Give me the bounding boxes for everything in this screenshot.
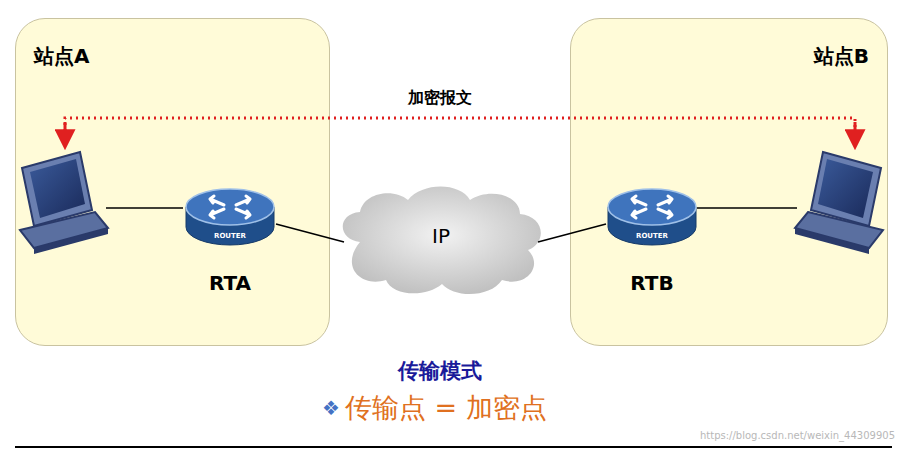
- watermark: https://blog.csdn.net/weixin_44309905: [700, 430, 895, 441]
- pc-icon: [20, 152, 108, 254]
- arrow-head: [854, 122, 857, 146]
- router-badge: ROUTER: [184, 232, 276, 240]
- router-badge: ROUTER: [606, 232, 698, 240]
- caption-title: 传输模式: [398, 357, 482, 385]
- arrow-head: [64, 122, 67, 146]
- bullet-symbol: ❖: [322, 396, 340, 420]
- pc-icon: [795, 152, 883, 254]
- encrypted-path: [65, 118, 855, 145]
- router-name: RTB: [606, 271, 698, 295]
- link-line: [276, 224, 344, 242]
- cloud-label: IP: [330, 224, 552, 248]
- ip-cloud: IP: [330, 180, 552, 300]
- message-label: 加密报文: [404, 88, 476, 109]
- rule: [15, 446, 892, 448]
- site-name: 站点B: [814, 43, 869, 70]
- site-name: 站点A: [34, 43, 89, 70]
- link-line: [538, 224, 606, 242]
- wire: [106, 207, 183, 209]
- wire: [697, 207, 797, 209]
- router: ROUTER RTB: [606, 187, 698, 297]
- router-name: RTA: [184, 271, 276, 295]
- router: ROUTER RTA: [184, 187, 276, 297]
- mode-statement: 传输点 = 加密点: [345, 390, 547, 426]
